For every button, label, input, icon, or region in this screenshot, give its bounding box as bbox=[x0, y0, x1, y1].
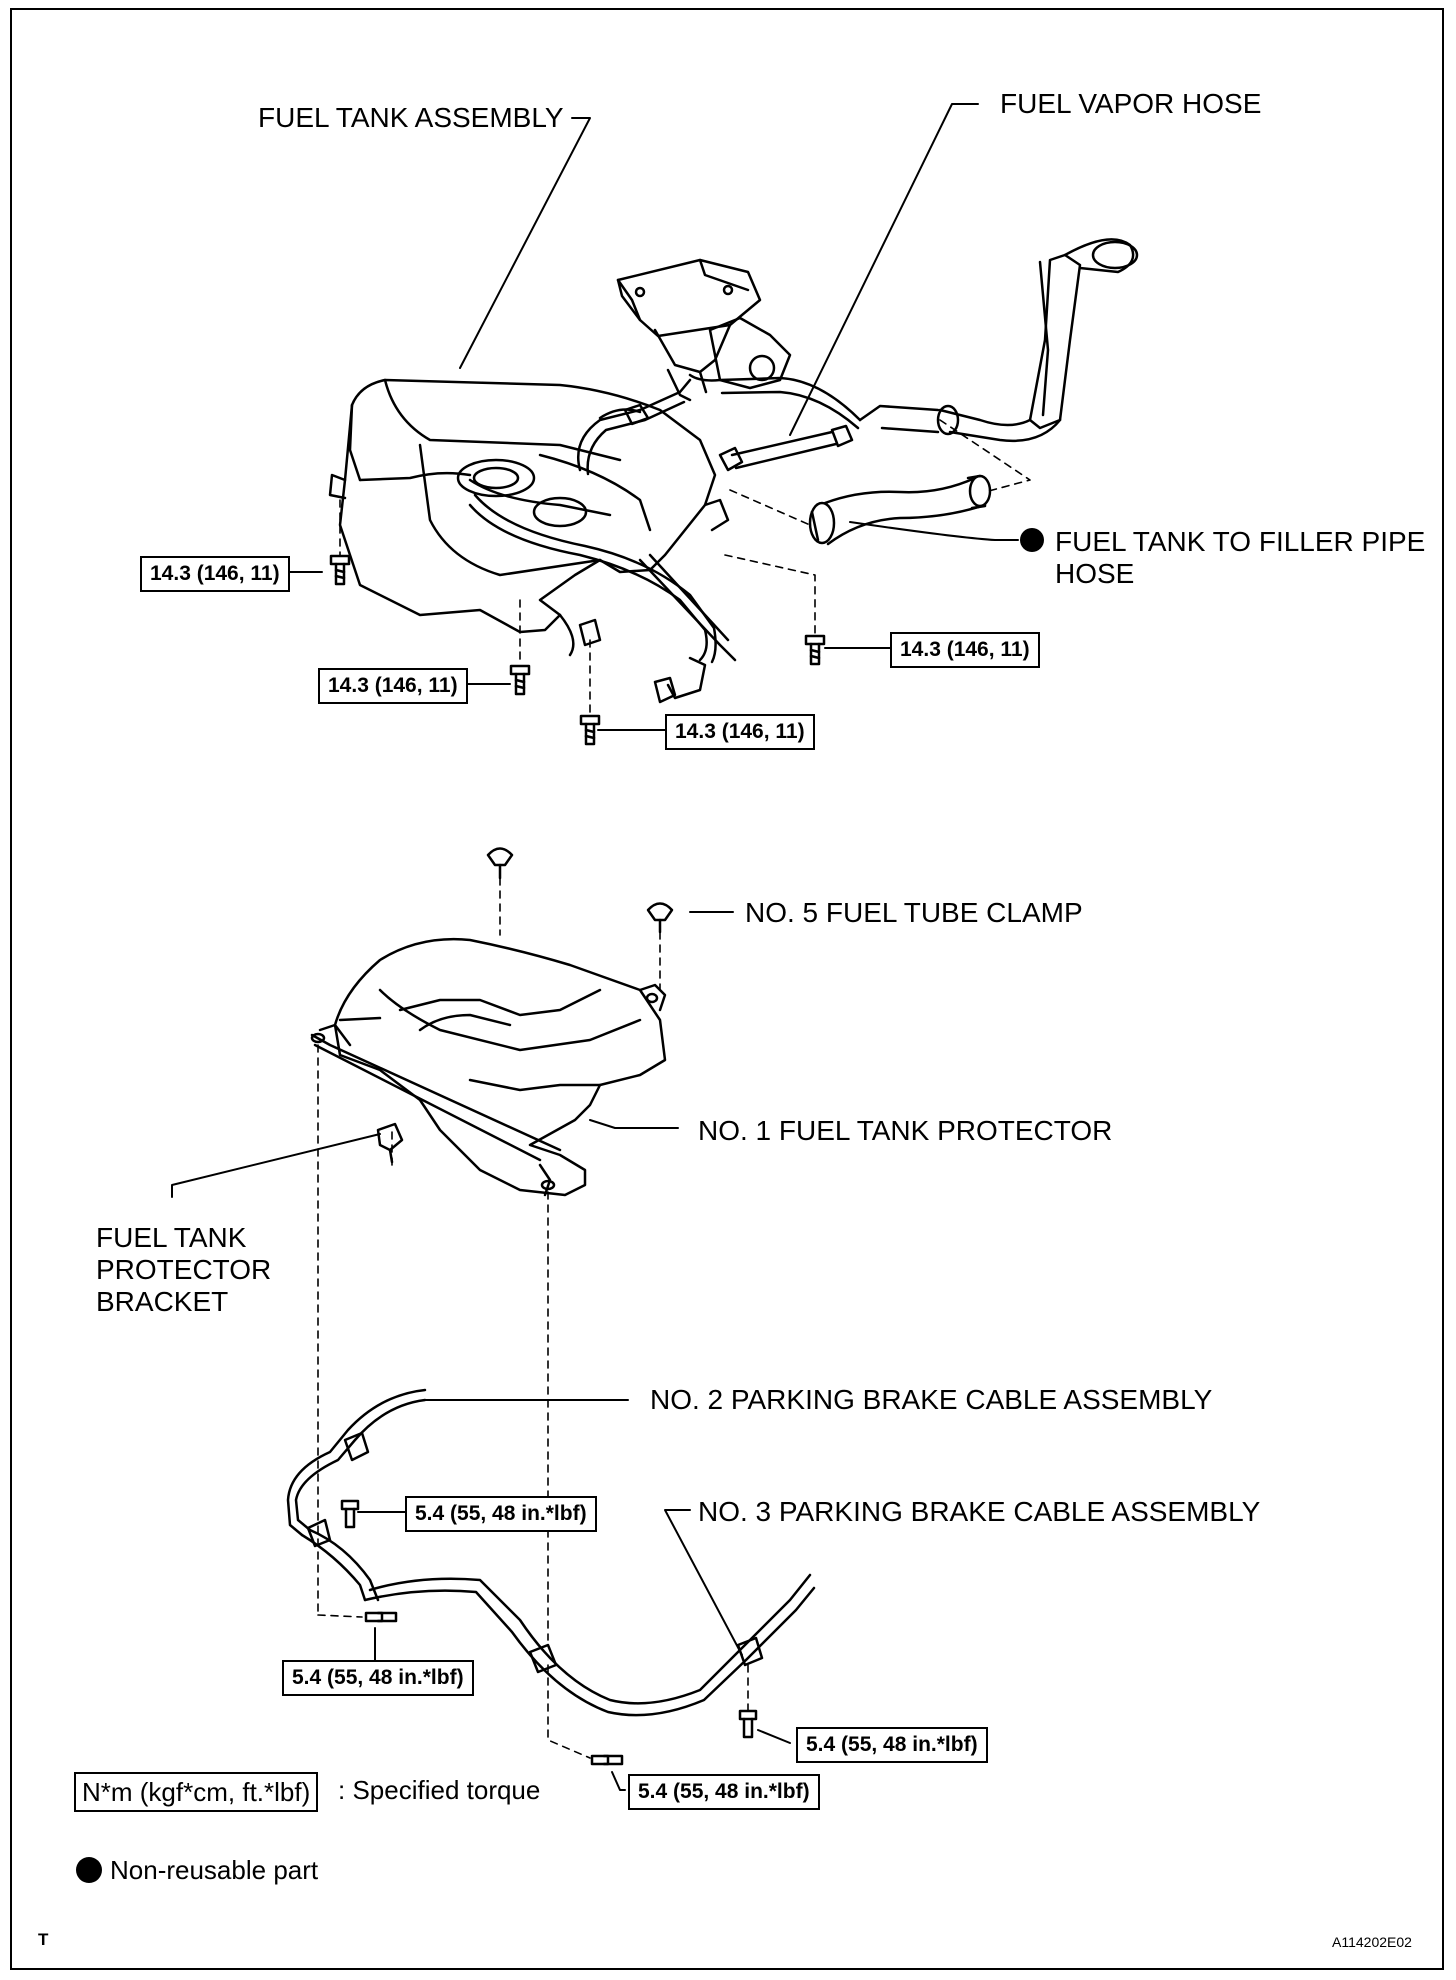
torque-tank-left: 14.3 (146, 11) bbox=[140, 556, 290, 592]
non-reusable-mark bbox=[1020, 528, 1044, 552]
label-fuel-vapor-hose: FUEL VAPOR HOSE bbox=[1000, 88, 1262, 119]
label-fuel-tank-assembly: FUEL TANK ASSEMBLY bbox=[258, 102, 564, 133]
filler-pipe bbox=[688, 238, 1139, 442]
fuel-tank-protector bbox=[310, 937, 667, 1197]
legend-non-reusable-text: Non-reusable part bbox=[110, 1855, 319, 1885]
label-fuel-tube-clamp: NO. 5 FUEL TUBE CLAMP bbox=[745, 897, 1083, 928]
label-line: BRACKET bbox=[96, 1286, 229, 1317]
tank-bolts bbox=[329, 554, 826, 746]
parking-brake-cable-3 bbox=[363, 1573, 816, 1766]
filler-pipe-hose bbox=[808, 474, 992, 546]
label-fuel-tank-protector: NO. 1 FUEL TANK PROTECTOR bbox=[698, 1115, 1113, 1146]
legend-torque-unit: N*m (kgf*cm, ft.*lbf) bbox=[74, 1772, 319, 1812]
torque-cable-right: 5.4 (55, 48 in.*lbf) bbox=[796, 1727, 988, 1763]
canister-bracket bbox=[616, 258, 792, 402]
legend-non-reusable: Non-reusable part bbox=[76, 1852, 318, 1888]
leader-lines bbox=[171, 103, 1019, 1791]
non-reusable-dot-icon bbox=[76, 1857, 102, 1883]
figure-code: A114202E02 bbox=[1332, 1934, 1412, 1950]
fuel-vapor-hose bbox=[718, 424, 854, 472]
torque-tank-bottom-center: 14.3 (146, 11) bbox=[665, 714, 815, 750]
corner-mark: T bbox=[38, 1930, 49, 1949]
label-line: HOSE bbox=[1055, 558, 1135, 589]
label-protector-bracket: FUEL TANK PROTECTOR BRACKET bbox=[96, 1222, 416, 1318]
label-parking-brake-cable-3: NO. 3 PARKING BRAKE CABLE ASSEMBLY bbox=[698, 1496, 1261, 1527]
legend-torque-desc: : Specified torque bbox=[338, 1775, 541, 1805]
torque-tank-right: 14.3 (146, 11) bbox=[890, 632, 1040, 668]
fuel-tube-clamps bbox=[486, 847, 674, 934]
assembly-guide-lines bbox=[317, 419, 1031, 1759]
label-parking-brake-cable-2: NO. 2 PARKING BRAKE CABLE ASSEMBLY bbox=[650, 1384, 1213, 1415]
torque-tank-bottom-left: 14.3 (146, 11) bbox=[318, 668, 468, 704]
torque-cable-upper: 5.4 (55, 48 in.*lbf) bbox=[405, 1496, 597, 1532]
label-line: FUEL TANK TO FILLER PIPE bbox=[1055, 526, 1426, 557]
fuel-tank bbox=[328, 378, 737, 704]
parking-brake-cable-2 bbox=[286, 1388, 427, 1602]
figure-border bbox=[10, 8, 1444, 1970]
torque-cable-bottom: 5.4 (55, 48 in.*lbf) bbox=[628, 1774, 820, 1810]
label-filler-pipe-hose: FUEL TANK TO FILLER PIPE HOSE bbox=[1055, 526, 1435, 590]
label-line: FUEL TANK bbox=[96, 1222, 247, 1253]
label-line: PROTECTOR bbox=[96, 1254, 272, 1285]
torque-cable-left: 5.4 (55, 48 in.*lbf) bbox=[282, 1660, 474, 1696]
protector-bracket bbox=[376, 1122, 404, 1164]
